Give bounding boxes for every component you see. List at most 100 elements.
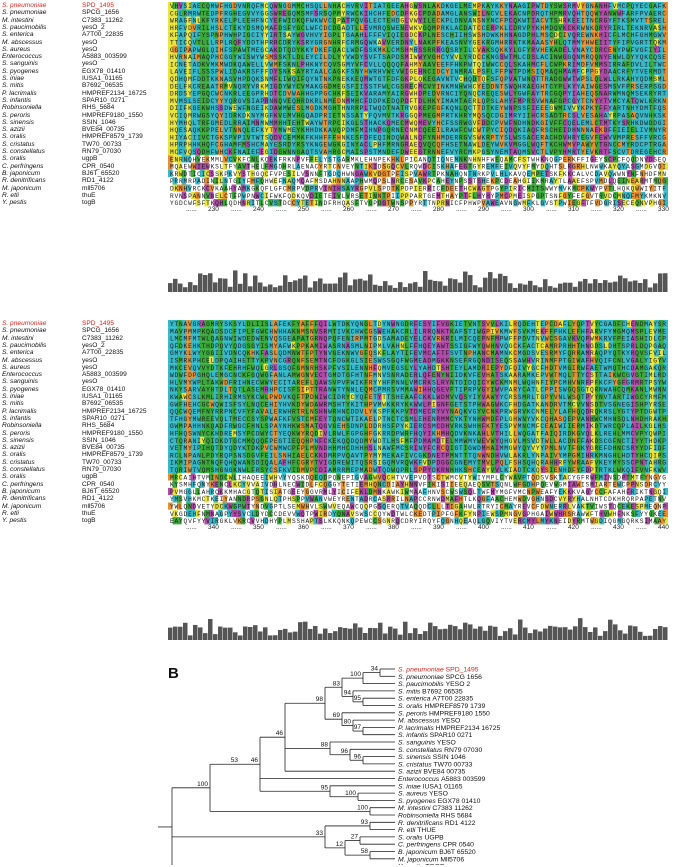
alignment-cell bbox=[286, 82, 292, 90]
alignment-cell bbox=[377, 371, 382, 379]
alignment-cell bbox=[318, 60, 323, 68]
alignment-cell bbox=[377, 96, 382, 105]
alignment-cell bbox=[445, 393, 451, 401]
alignment-cell bbox=[240, 327, 246, 335]
alignment-cell bbox=[408, 89, 414, 97]
alignment-cell bbox=[599, 378, 605, 386]
alignment-cell bbox=[645, 140, 651, 148]
alignment-cell bbox=[631, 169, 637, 178]
alignment-cell bbox=[336, 60, 342, 68]
alignment-cell bbox=[663, 334, 668, 342]
alignment-cell bbox=[390, 45, 396, 54]
alignment-cell bbox=[286, 363, 292, 372]
alignment-cell bbox=[199, 363, 205, 372]
alignment-cell bbox=[436, 320, 442, 328]
alignment-cell bbox=[599, 140, 605, 148]
alignment-cell bbox=[354, 349, 360, 357]
alignment-cell bbox=[440, 16, 446, 24]
alignment-cell bbox=[322, 349, 328, 357]
alignment-cell bbox=[618, 407, 623, 415]
sequence-residues: KRWDTICICSSKPKVYSTHGQCFVPESILVSNNFTGDQHW… bbox=[170, 171, 666, 178]
alignment-cell bbox=[204, 169, 210, 178]
alignment-cell bbox=[318, 45, 323, 54]
alignment-cell bbox=[604, 60, 610, 68]
alignment-cell bbox=[177, 320, 182, 328]
alignment-cell bbox=[504, 191, 510, 200]
alignment-cell bbox=[290, 320, 296, 328]
alignment-cell bbox=[381, 133, 387, 141]
alignment-cell bbox=[536, 140, 542, 148]
alignment-cell bbox=[408, 67, 414, 75]
alignment-cell bbox=[322, 371, 328, 379]
alignment-cell bbox=[627, 104, 632, 112]
alignment-cell bbox=[236, 89, 242, 97]
alignment-cell bbox=[322, 31, 328, 39]
conservation-bar bbox=[493, 278, 498, 292]
alignment-cell bbox=[599, 82, 605, 90]
alignment-cell bbox=[404, 9, 410, 17]
sequence-residues: TFHGYMWREEVQLTMECCSYSPWAFKFVSTCMFEYTQNCW… bbox=[170, 416, 666, 423]
alignment-cell bbox=[436, 356, 442, 364]
alignment-cell bbox=[227, 45, 232, 54]
alignment-cell bbox=[331, 414, 337, 423]
alignment-cell bbox=[177, 104, 182, 112]
alignment-cell bbox=[436, 16, 442, 24]
alignment-cell bbox=[404, 371, 410, 379]
alignment-cell bbox=[636, 118, 642, 127]
alignment-cell bbox=[531, 327, 537, 335]
alignment-cell bbox=[518, 104, 523, 112]
alignment-cell bbox=[358, 2, 364, 10]
alignment-cell bbox=[172, 371, 178, 379]
alignment-cell bbox=[436, 89, 442, 97]
alignment-cell bbox=[477, 148, 482, 156]
alignment-cell bbox=[208, 82, 214, 90]
alignment-cell bbox=[654, 199, 660, 207]
alignment-cell bbox=[254, 422, 260, 430]
alignment-cell bbox=[204, 96, 210, 105]
alignment-cell bbox=[536, 23, 542, 32]
alignment-cell bbox=[368, 320, 373, 328]
alignment-cell bbox=[577, 140, 582, 148]
alignment-cell bbox=[418, 2, 423, 10]
alignment-cell bbox=[304, 89, 310, 97]
alignment-cell bbox=[518, 60, 523, 68]
alignment-cell bbox=[577, 31, 582, 39]
alignment-cell bbox=[654, 111, 660, 119]
alignment-cell bbox=[363, 407, 369, 415]
alignment-cell bbox=[577, 38, 582, 46]
alignment-cell bbox=[304, 162, 310, 170]
alignment-cell bbox=[608, 169, 614, 178]
alignment-cell bbox=[272, 31, 278, 39]
alignment-cell bbox=[499, 334, 505, 342]
alignment-cell bbox=[199, 2, 205, 10]
alignment-cell bbox=[613, 199, 619, 207]
alignment-cell bbox=[408, 126, 414, 134]
alignment-cell bbox=[595, 133, 601, 141]
alignment-cell bbox=[272, 371, 278, 379]
alignment-cell bbox=[381, 75, 387, 83]
alignment-cell bbox=[595, 199, 601, 207]
alignment-cell bbox=[449, 155, 455, 163]
alignment-cell bbox=[349, 38, 355, 46]
alignment-cell bbox=[454, 140, 460, 148]
alignment-cell bbox=[486, 327, 492, 335]
alignment-cell bbox=[168, 363, 173, 372]
alignment-cell bbox=[554, 23, 560, 32]
alignment-cell bbox=[268, 67, 273, 75]
alignment-cell bbox=[381, 23, 387, 32]
alignment-cell bbox=[481, 89, 487, 97]
alignment-cell bbox=[495, 82, 501, 90]
alignment-cell bbox=[458, 60, 464, 68]
alignment-cell bbox=[436, 60, 442, 68]
alignment-cell bbox=[581, 341, 587, 350]
alignment-cell bbox=[427, 89, 432, 97]
alignment-cell bbox=[386, 104, 392, 112]
alignment-cell bbox=[531, 31, 537, 39]
alignment-cell bbox=[572, 169, 578, 178]
alignment-cell bbox=[177, 378, 182, 386]
alignment-cell bbox=[572, 45, 578, 54]
alignment-cell bbox=[440, 341, 446, 350]
alignment-cell bbox=[572, 327, 578, 335]
alignment-cell bbox=[268, 334, 273, 342]
